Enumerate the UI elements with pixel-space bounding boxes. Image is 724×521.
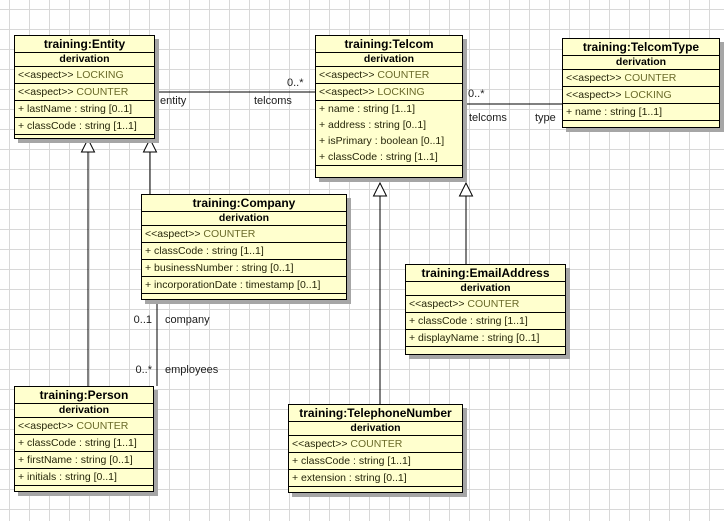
aspect-value: COUNTER [377, 69, 430, 81]
multiplicity-label-telcoms-2[interactable]: 0..* [468, 88, 485, 100]
class-node-telcom[interactable]: training:Telcom derivation <<aspect>> CO… [315, 35, 463, 178]
class-node-telephonenumber[interactable]: training:TelephoneNumber derivation <<as… [288, 404, 463, 493]
class-stereotype: derivation [289, 422, 462, 436]
aspect-value: COUNTER [76, 86, 129, 98]
class-attribute[interactable]: + firstName : string [0..1] [15, 452, 153, 469]
class-node-entity[interactable]: training:Entity derivation <<aspect>> LO… [14, 35, 155, 139]
aspect-prefix: <<aspect>> [409, 298, 468, 310]
aspect-prefix: <<aspect>> [319, 69, 378, 81]
class-attribute[interactable]: + address : string [0..1] [319, 119, 427, 131]
class-node-emailaddress[interactable]: training:EmailAddress derivation <<aspec… [405, 264, 566, 355]
class-attribute[interactable]: + incorporationDate : timestamp [0..1] [142, 277, 346, 294]
aspect-annotation[interactable]: <<aspect>> LOCKING [563, 87, 719, 104]
aspect-annotation[interactable]: <<aspect>> COUNTER [316, 67, 462, 84]
role-label-entity[interactable]: entity [160, 95, 187, 107]
aspect-prefix: <<aspect>> [292, 438, 351, 450]
class-attribute[interactable]: + name : string [1..1] [319, 103, 416, 115]
class-title: training:Person [15, 387, 153, 404]
class-attribute[interactable]: + businessNumber : string [0..1] [142, 260, 346, 277]
aspect-value: LOCKING [624, 89, 672, 101]
aspect-annotation[interactable]: <<aspect>> COUNTER [563, 70, 719, 87]
class-stereotype: derivation [316, 53, 462, 67]
class-attribute[interactable]: + classCode : string [1..1] [406, 313, 565, 330]
aspect-value: COUNTER [624, 72, 677, 84]
class-attribute[interactable]: + extension : string [0..1] [289, 470, 462, 487]
aspect-value: LOCKING [76, 69, 124, 81]
class-attribute[interactable]: + classCode : string [1..1] [15, 118, 154, 135]
class-title: training:Entity [15, 36, 154, 53]
aspect-prefix: <<aspect>> [566, 72, 625, 84]
class-title: training:TelephoneNumber [289, 405, 462, 422]
class-attribute[interactable]: + classCode : string [1..1] [142, 243, 346, 260]
class-node-person[interactable]: training:Person derivation <<aspect>> CO… [14, 386, 154, 492]
aspect-annotation[interactable]: <<aspect>> COUNTER [15, 418, 153, 435]
class-stereotype: derivation [15, 53, 154, 67]
class-title: training:TelcomType [563, 39, 719, 56]
aspect-prefix: <<aspect>> [145, 228, 204, 240]
aspect-annotation[interactable]: <<aspect>> LOCKING [316, 84, 462, 101]
class-stereotype: derivation [406, 282, 565, 296]
generalization-company-entity-arrow[interactable] [142, 137, 158, 153]
class-title: training:Company [142, 195, 346, 212]
class-node-telcomtype[interactable]: training:TelcomType derivation <<aspect>… [562, 38, 720, 128]
role-label-company[interactable]: company [165, 314, 210, 326]
aspect-value: LOCKING [377, 86, 425, 98]
generalization-person-entity-arrow[interactable] [80, 137, 96, 153]
class-attribute[interactable]: + isPrimary : boolean [0..1] [319, 135, 445, 147]
role-label-telcoms[interactable]: telcoms [254, 95, 292, 107]
aspect-prefix: <<aspect>> [566, 89, 625, 101]
class-title: training:EmailAddress [406, 265, 565, 282]
aspect-prefix: <<aspect>> [18, 69, 77, 81]
aspect-prefix: <<aspect>> [319, 86, 378, 98]
role-label-type[interactable]: type [535, 112, 556, 124]
multiplicity-label-employees[interactable]: 0..* [135, 364, 152, 376]
aspect-prefix: <<aspect>> [18, 86, 77, 98]
class-attribute[interactable]: + classCode : string [1..1] [15, 435, 153, 452]
aspect-annotation[interactable]: <<aspect>> COUNTER [15, 84, 154, 101]
aspect-annotation[interactable]: <<aspect>> COUNTER [289, 436, 462, 453]
multiplicity-label-telcoms[interactable]: 0..* [287, 77, 304, 89]
aspect-annotation[interactable]: <<aspect>> COUNTER [406, 296, 565, 313]
generalization-emailaddress-telcom-arrow[interactable] [458, 181, 474, 197]
class-attribute[interactable]: + name : string [1..1] [563, 104, 719, 121]
class-attribute[interactable]: + classCode : string [1..1] [289, 453, 462, 470]
class-attribute[interactable]: + lastName : string [0..1] [15, 101, 154, 118]
aspect-value: COUNTER [203, 228, 256, 240]
aspect-annotation[interactable]: <<aspect>> LOCKING [15, 67, 154, 84]
role-label-telcoms-2[interactable]: telcoms [469, 112, 507, 124]
class-stereotype: derivation [142, 212, 346, 226]
class-stereotype: derivation [15, 404, 153, 418]
role-label-employees[interactable]: employees [165, 364, 219, 376]
multiplicity-label-company[interactable]: 0..1 [133, 314, 152, 326]
aspect-value: COUNTER [76, 420, 129, 432]
class-stereotype: derivation [563, 56, 719, 70]
aspect-prefix: <<aspect>> [18, 420, 77, 432]
aspect-value: COUNTER [350, 438, 403, 450]
class-attribute[interactable]: + classCode : string [1..1] [316, 149, 462, 166]
class-title: training:Telcom [316, 36, 462, 53]
class-attribute[interactable]: + displayName : string [0..1] [406, 330, 565, 347]
aspect-annotation[interactable]: <<aspect>> COUNTER [142, 226, 346, 243]
aspect-value: COUNTER [467, 298, 520, 310]
generalization-telephonenumber-telcom-arrow[interactable] [372, 181, 388, 197]
class-attribute[interactable]: + initials : string [0..1] [15, 469, 153, 486]
class-node-company[interactable]: training:Company derivation <<aspect>> C… [141, 194, 347, 300]
